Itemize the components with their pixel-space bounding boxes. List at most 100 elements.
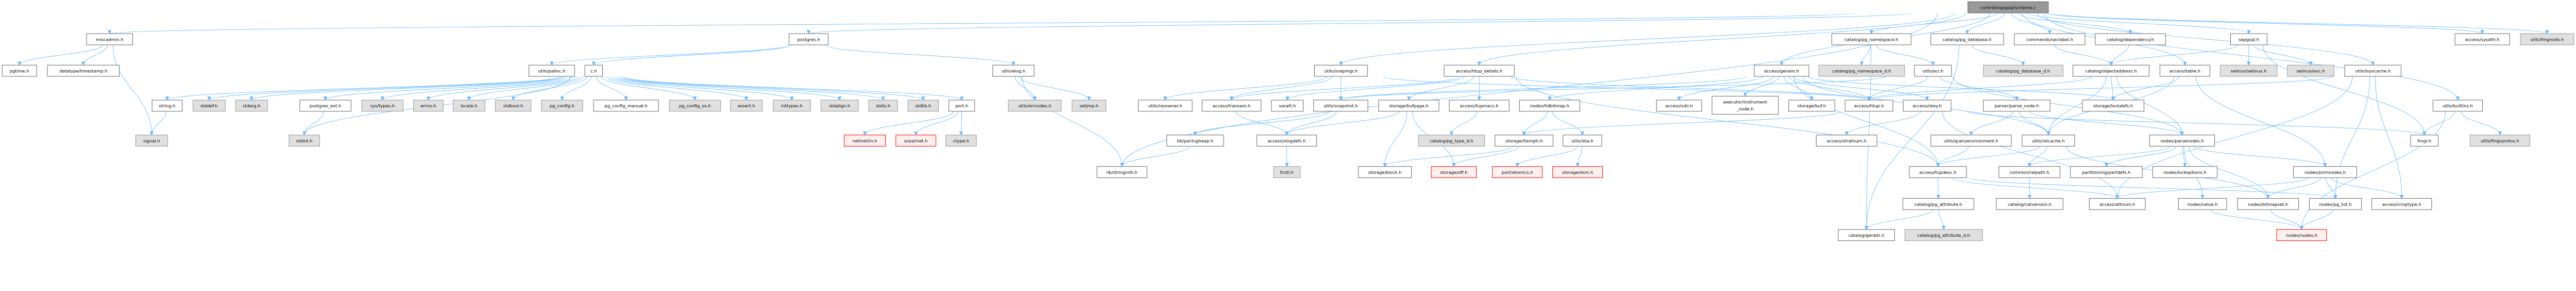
node-parse_node[interactable]: parser/parse_node.h <box>1983 100 2050 112</box>
node-atomics[interactable]: port/atomics.h <box>1492 166 1543 178</box>
node-avc[interactable]: selinux/avc.h <box>2287 64 2334 77</box>
node-bitmapset[interactable]: nodes/bitmapset.h <box>2237 198 2299 210</box>
node-elog[interactable]: utils/elog.h <box>992 64 1035 77</box>
edge-objectaddress-to-relcache <box>2046 76 2107 136</box>
node-seclabel[interactable]: commands/seclabel.h <box>2014 33 2086 45</box>
node-pg_list[interactable]: nodes/pg_list.h <box>2309 198 2362 210</box>
node-setjmp[interactable]: setjmp.h <box>1072 100 1107 112</box>
node-genbki[interactable]: catalog/genbki.h <box>1838 229 1895 241</box>
node-stddef[interactable]: stddef.h <box>193 100 226 112</box>
node-fmgr[interactable]: fmgr.h <box>2410 135 2438 147</box>
node-selinux[interactable]: selinux/selinux.h <box>2219 64 2278 77</box>
node-c[interactable]: c.h <box>584 64 603 77</box>
node-off[interactable]: storage/off.h <box>1431 166 1477 178</box>
node-postgres[interactable]: postgres.h <box>789 33 829 45</box>
node-pg_database[interactable]: catalog/pg_database.h <box>1930 33 2004 45</box>
node-fmgroids[interactable]: utils/fmgroids.h <box>2520 33 2574 45</box>
node-value[interactable]: nodes/value.h <box>2178 198 2227 210</box>
node-signal[interactable]: signal.h <box>135 135 168 147</box>
node-cmptype[interactable]: access/cmptype.h <box>2371 198 2432 210</box>
node-builtins[interactable]: utils/builtins.h <box>2432 100 2483 112</box>
node-tidbitmap[interactable]: nodes/tidbitmap.h <box>1519 100 1580 112</box>
node-genam[interactable]: access/genam.h <box>1754 64 1809 77</box>
node-pg_database_d[interactable]: catalog/pg_database_d.h <box>1983 64 2063 77</box>
node-nodes[interactable]: nodes/nodes.h <box>2276 229 2327 241</box>
node-string[interactable]: string.h <box>151 100 183 112</box>
node-tupdesc[interactable]: access/tupdesc.h <box>1909 166 1967 178</box>
node-htup[interactable]: access/htup.h <box>1844 100 1893 112</box>
node-parsenodes[interactable]: nodes/parsenodes.h <box>2149 135 2215 147</box>
node-snapmgr[interactable]: utils/snapmgr.h <box>1314 64 1368 77</box>
node-port[interactable]: port.h <box>948 100 975 112</box>
node-pg_attribute_d[interactable]: catalog/pg_attribute_d.h <box>1905 229 1983 241</box>
node-partdefs[interactable]: partitioning/partdefs.h <box>2070 166 2143 178</box>
node-lockoptions[interactable]: nodes/lockoptions.h <box>2152 166 2218 178</box>
node-systypes[interactable]: sys/types.h <box>361 100 404 112</box>
node-pg_namespace_d[interactable]: catalog/pg_namespace_d.h <box>1818 64 1905 77</box>
node-inttypes[interactable]: inttypes.h <box>773 100 811 112</box>
node-fcntl[interactable]: fcntl.h <box>1273 166 1301 178</box>
node-palloc[interactable]: utils/palloc.h <box>529 64 575 77</box>
node-stdio[interactable]: stdio.h <box>868 100 898 112</box>
node-pg_namespace[interactable]: catalog/pg_namespace.h <box>1831 33 1911 45</box>
node-dependency[interactable]: catalog/dependency.h <box>2095 33 2166 45</box>
node-dsm[interactable]: storage/dsm.h <box>1552 166 1603 178</box>
node-sdir[interactable]: access/sdir.h <box>1656 100 1702 112</box>
node-primnodes[interactable]: nodes/primnodes.h <box>2293 166 2357 178</box>
node-skey[interactable]: access/skey.h <box>1903 100 1952 112</box>
node-stdbool[interactable]: stdbool.h <box>495 100 532 112</box>
node-resowner[interactable]: utils/resowner.h <box>1138 100 1193 112</box>
node-lsyscache[interactable]: utils/lsyscache.h <box>2344 64 2402 77</box>
node-pg_config_os[interactable]: pg_config_os.h <box>669 100 721 112</box>
node-acl[interactable]: utils/acl.h <box>1914 64 1952 77</box>
node-snapshot[interactable]: utils/snapshot.h <box>1313 100 1368 112</box>
node-sysattr[interactable]: access/sysattr.h <box>2454 33 2510 45</box>
node-lockdefs[interactable]: storage/lockdefs.h <box>2082 100 2144 112</box>
node-pg_type_d[interactable]: catalog/pg_type_d.h <box>1418 135 1485 147</box>
node-pg_config_manual[interactable]: pg_config_manual.h <box>593 100 659 112</box>
node-netinet_in[interactable]: netinet/in.h <box>844 135 886 147</box>
node-locale[interactable]: locale.h <box>452 100 485 112</box>
node-pg_config[interactable]: pg_config.h <box>541 100 583 112</box>
node-instrument_node[interactable]: executor/instrument_node.h <box>1711 95 1779 115</box>
node-dsa[interactable]: utils/dsa.h <box>1563 135 1602 147</box>
node-pg_attribute[interactable]: catalog/pg_attribute.h <box>1902 198 1974 210</box>
node-buf[interactable]: storage/buf.h <box>1788 100 1835 112</box>
node-transam[interactable]: access/transam.h <box>1201 100 1262 112</box>
node-block[interactable]: storage/block.h <box>1358 166 1412 178</box>
node-itemptr[interactable]: storage/itemptr.h <box>1495 135 1554 147</box>
node-miscadmin[interactable]: miscadmin.h <box>86 33 133 45</box>
node-errno[interactable]: errno.h <box>413 100 444 112</box>
node-htup_details[interactable]: access/htup_details.h <box>1444 64 1515 77</box>
node-stdalign[interactable]: stdalign.h <box>820 100 859 112</box>
node-schema[interactable]: contrib/sepgsql/schema.c <box>1968 1 2049 13</box>
node-stdlib[interactable]: stdlib.h <box>907 100 939 112</box>
node-pgtime[interactable]: pgtime.h <box>2 64 37 77</box>
node-relcache[interactable]: utils/relcache.h <box>2022 135 2075 147</box>
node-tupmacs[interactable]: access/tupmacs.h <box>1449 100 1510 112</box>
node-attnum[interactable]: access/attnum.h <box>2089 198 2146 210</box>
node-relpath[interactable]: common/relpath.h <box>1998 166 2060 178</box>
node-catversion[interactable]: catalog/catversion.h <box>1996 198 2063 210</box>
node-stdint[interactable]: stdint.h <box>289 135 320 147</box>
node-bufpage[interactable]: storage/bufpage.h <box>1378 100 1439 112</box>
node-xlogdefs[interactable]: access/xlogdefs.h <box>1256 135 1317 147</box>
node-objectaddress[interactable]: catalog/objectaddress.h <box>2073 64 2150 77</box>
edge-schema-to-pg_database <box>1965 12 2005 34</box>
node-stratnum[interactable]: access/stratnum.h <box>1816 135 1877 147</box>
node-timestamp[interactable]: datatype/timestamp.h <box>47 64 120 77</box>
node-table[interactable]: access/table.h <box>2159 64 2210 77</box>
node-ctype[interactable]: ctype.h <box>945 135 977 147</box>
node-errcodes[interactable]: utils/errcodes.h <box>1008 100 1062 112</box>
node-pairingheap[interactable]: lib/pairingheap.h <box>1166 135 1224 147</box>
node-label: utils/fmgrprotos.h <box>2481 138 2519 143</box>
node-sepgsql[interactable]: sepgsql.h <box>2230 33 2268 45</box>
node-fmgrprotos[interactable]: utils/fmgrprotos.h <box>2469 135 2531 147</box>
node-postgres_ext[interactable]: postgres_ext.h <box>299 100 351 112</box>
node-arpa_inet[interactable]: arpa/inet.h <box>895 135 937 147</box>
node-queryenvironment[interactable]: utils/queryenvironment.h <box>1930 135 2012 147</box>
node-stdarg[interactable]: stdarg.h <box>235 100 268 112</box>
node-stringinfo[interactable]: lib/stringinfo.h <box>1096 166 1147 178</box>
node-varatt[interactable]: varatt.h <box>1271 100 1304 112</box>
node-assert[interactable]: assert.h <box>730 100 763 112</box>
